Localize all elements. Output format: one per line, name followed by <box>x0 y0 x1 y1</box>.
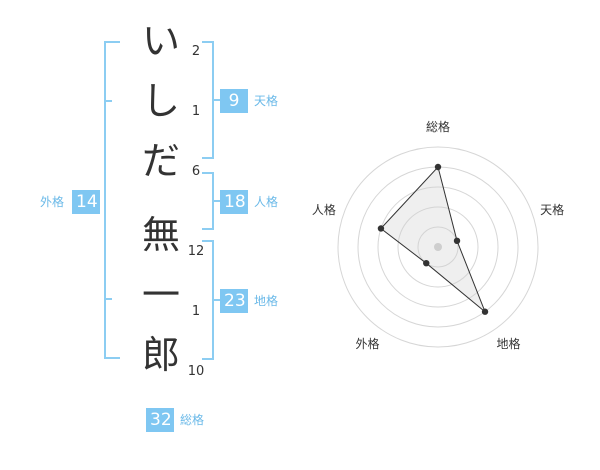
name-char-4: 無 <box>141 213 180 257</box>
stroke-count-5: 1 <box>191 304 201 319</box>
radar-point-3 <box>481 308 489 315</box>
radar-ring-2 <box>397 206 479 288</box>
radar-ring-5 <box>337 146 539 348</box>
name-char-3: だ <box>141 139 180 183</box>
stroke-count-4: 12 <box>187 244 205 259</box>
chikaku-badge: 23 <box>220 289 248 313</box>
soukaku-badge: 32 <box>146 408 174 432</box>
radar-shape <box>380 165 486 313</box>
gaikaku-label: 外格 <box>40 195 65 209</box>
radar-point-1 <box>434 163 442 171</box>
name-char-6: 郎 <box>141 333 180 377</box>
name-char-1: い <box>141 19 180 63</box>
radar-ring-3 <box>377 186 499 308</box>
radar-points <box>377 163 489 315</box>
soukaku-label: 総格 <box>180 413 205 427</box>
stroke-count-3: 6 <box>191 164 201 179</box>
gaikaku-badge: 14 <box>72 190 100 214</box>
radar-axis-label-2: 天格 <box>540 202 564 217</box>
name-char-2: し <box>141 79 180 123</box>
radar-ring-1 <box>417 226 459 268</box>
tenkaku-badge: 9 <box>220 89 248 113</box>
radar-point-5 <box>377 225 385 232</box>
stroke-count-6: 10 <box>187 364 205 379</box>
jinkaku-badge: 18 <box>220 190 248 214</box>
radar-axis-label-3: 地格 <box>496 336 520 351</box>
stroke-count-1: 2 <box>191 44 201 59</box>
stroke-count-2: 1 <box>191 104 201 119</box>
radar-axis-label-4: 外格 <box>355 336 379 351</box>
radar-point-2 <box>453 237 461 245</box>
radar-point-4 <box>423 259 430 267</box>
radar-polygon <box>380 165 486 313</box>
name-char-5: 一 <box>141 273 180 317</box>
jinkaku-label: 人格 <box>254 195 279 209</box>
radar-axis-label-5: 人格 <box>312 202 336 217</box>
tenkaku-label: 天格 <box>254 94 279 108</box>
radar-center <box>434 243 442 251</box>
radar-axis-label-1: 総格 <box>426 119 450 134</box>
chikaku-label: 地格 <box>254 294 279 308</box>
radar-rings <box>337 146 539 348</box>
